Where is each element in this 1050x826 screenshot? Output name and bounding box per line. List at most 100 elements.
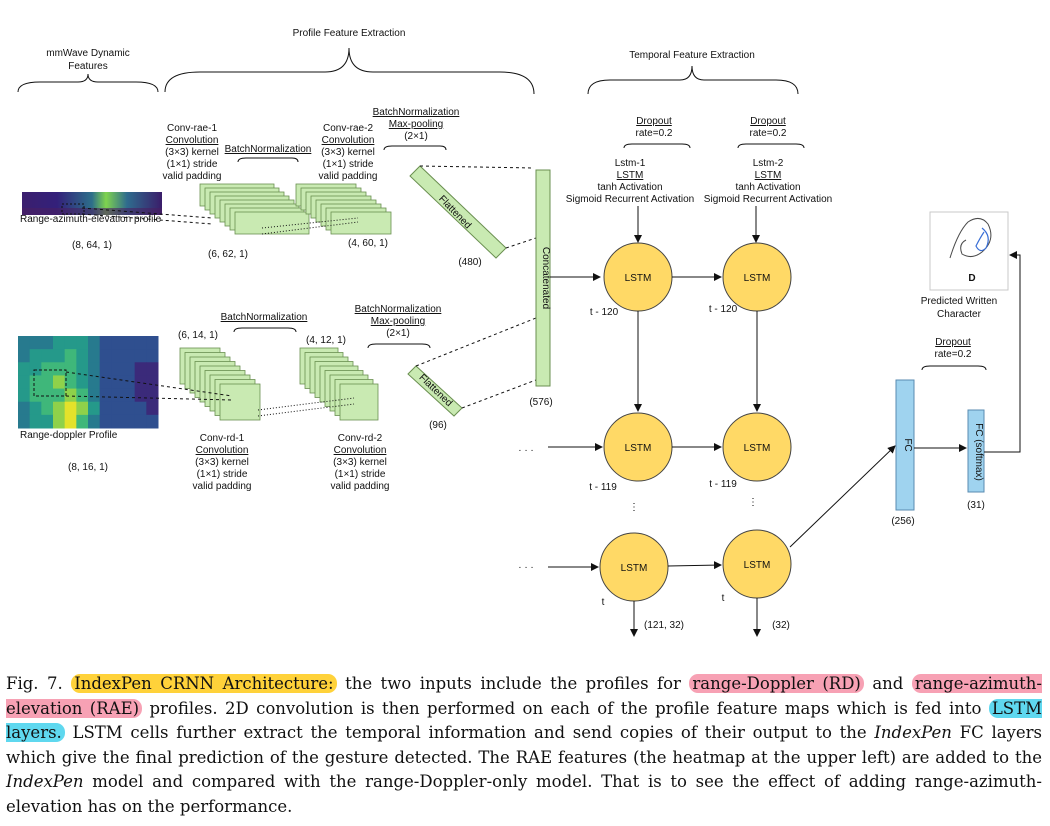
rd-conv2-block: Conv-rd-2 Convolution (3×3) kernel (1×1)… xyxy=(331,433,390,492)
rd-heatmap-cell xyxy=(111,388,124,403)
rae-conv1-padding: valid padding xyxy=(163,171,222,182)
rae-branch: Range-azimuth-elevation profile (8, 64, … xyxy=(20,107,537,268)
rd-heatmap-cell xyxy=(111,336,124,350)
rd-flattened-layer: Flattened xyxy=(407,365,463,417)
rae-conv1-kernel: (3×3) kernel xyxy=(165,147,219,158)
rae-pool-bn: BatchNormalization xyxy=(373,107,460,118)
rd-heatmap-cell xyxy=(134,375,147,390)
rd-branch: Range-doppler Profile (8, 16, 1) BatchNo… xyxy=(18,304,537,492)
rd-heatmap-cell xyxy=(29,362,42,376)
mmwave-brace xyxy=(17,73,159,93)
rd-heatmap-cell xyxy=(76,336,89,350)
time-label-t120-a: t - 120 xyxy=(590,307,619,318)
rd-profile-label: Range-doppler Profile xyxy=(20,430,118,441)
rd-heatmap-cell xyxy=(64,375,77,390)
rae-conv1-stride: (1×1) stride xyxy=(167,159,218,170)
rd-heatmap-cell xyxy=(64,401,77,416)
temporal-section-title: Temporal Feature Extraction xyxy=(629,50,755,61)
handwritten-d-stroke xyxy=(949,218,992,259)
rd-flattened-label: Flattened xyxy=(417,372,455,409)
rae-pool-brace xyxy=(383,145,447,151)
lstm2-dropout: Dropout xyxy=(750,116,786,127)
rd-heatmap-cell xyxy=(123,349,136,363)
rd-heatmap-cell xyxy=(29,414,42,429)
rd-heatmap-cell xyxy=(18,375,31,390)
rd-heatmap-cell xyxy=(41,388,54,403)
rae-conv2-map-8 xyxy=(330,211,392,235)
rd-heatmap-cell xyxy=(64,349,77,363)
rd-heatmap-cell xyxy=(76,414,89,429)
lstm1-annotation: Dropout rate=0.2 Lstm-1 LSTM tanh Activa… xyxy=(566,116,694,205)
rd-heatmap-cell xyxy=(111,414,124,429)
rd-heatmap xyxy=(18,336,159,429)
predicted-character-box xyxy=(929,211,1009,291)
rae-out2-shape: (4, 60, 1) xyxy=(348,238,388,249)
rd-out2-shape: (4, 12, 1) xyxy=(306,335,346,346)
rae-bn1-brace xyxy=(237,157,299,163)
rd-heatmap-cell xyxy=(41,414,54,429)
rd-heatmap-cell xyxy=(146,362,159,376)
rae-pool-maxpool: Max-pooling xyxy=(389,119,443,130)
rd-heatmap-cell xyxy=(18,401,31,416)
rd-conv1-kernel: (3×3) kernel xyxy=(195,457,249,468)
rae-profile-label: Range-azimuth-elevation profile xyxy=(20,214,162,225)
profile-section: Profile Feature Extraction xyxy=(164,28,535,95)
rae-conv2-type: Convolution xyxy=(322,135,375,146)
rd-bn1-brace xyxy=(233,327,297,333)
fc-softmax-shape: (31) xyxy=(967,500,985,511)
ellipsis-row3: · · · xyxy=(518,562,534,573)
rd-heatmap-cell xyxy=(18,362,31,376)
caption-text-1: the two inputs include the profiles for xyxy=(336,674,690,693)
rd-heatmap-cell xyxy=(146,414,159,429)
rd-heatmap-cell xyxy=(123,414,136,429)
rd-heatmap-cell xyxy=(53,336,66,350)
rd-heatmap-cell xyxy=(41,375,54,390)
rd-heatmap-cell xyxy=(134,336,147,350)
fc-label: FC xyxy=(902,438,913,451)
rd-conv2-type: Convolution xyxy=(334,445,387,456)
rae-flat-shape: (480) xyxy=(458,257,481,268)
rd-heatmap-cell xyxy=(99,336,112,350)
fc-dropout: Dropout rate=0.2 xyxy=(921,337,987,371)
rd-heatmap-cell xyxy=(18,388,31,403)
rd-heatmap-cell xyxy=(29,349,42,363)
rd-heatmap-cell xyxy=(64,414,77,429)
profile-section-title: Profile Feature Extraction xyxy=(293,28,406,39)
lstm2-recurrent: Sigmoid Recurrent Activation xyxy=(704,194,832,205)
rd-heatmap-cell xyxy=(88,414,101,429)
output-shape-last: (32) xyxy=(772,620,790,631)
rd-heatmap-cell xyxy=(134,401,147,416)
rd-heatmap-cell xyxy=(76,388,89,403)
rd-heatmap-cell xyxy=(29,336,42,350)
ellipsis-row2: · · · xyxy=(518,445,534,456)
rd-heatmap-cell xyxy=(88,349,101,363)
caption-highlight-title: IndexPen CRNN Architecture: xyxy=(71,674,337,693)
fc-dropout-rate: rate=0.2 xyxy=(935,349,972,360)
rae-conv2-block: Conv-rae-2 Convolution (3×3) kernel (1×1… xyxy=(319,123,378,182)
rd-heatmap-cell xyxy=(111,362,124,376)
rd-heatmap-cell xyxy=(146,401,159,416)
temporal-section: Temporal Feature Extraction xyxy=(587,50,799,95)
rd-heatmap-cell xyxy=(111,401,124,416)
lstm-cell-2-2 xyxy=(722,412,792,482)
caption-highlight-rd: range-Doppler (RD) xyxy=(689,674,864,693)
caption-text-6: model and compared with the range-Dopple… xyxy=(6,772,1042,816)
temporal-brace xyxy=(587,65,799,95)
rae-profile-shape: (8, 64, 1) xyxy=(72,240,112,251)
lstm1-recurrent: Sigmoid Recurrent Activation xyxy=(566,194,694,205)
rd-heatmap-cell xyxy=(123,388,136,403)
rd-heatmap-cell xyxy=(111,375,124,390)
rae-pool-block: BatchNormalization Max-pooling (2×1) xyxy=(373,107,460,151)
lstm2-dropout-rate: rate=0.2 xyxy=(750,128,787,139)
rae-conv2-padding: valid padding xyxy=(319,171,378,182)
rd-heatmap-cell xyxy=(53,401,66,416)
mmwave-section: mmWave Dynamic Features xyxy=(17,48,159,93)
time-label-t119-a: t - 119 xyxy=(589,482,617,493)
rd-conv1-type: Convolution xyxy=(196,445,249,456)
lstm-cell-2-2-label: LSTM xyxy=(744,443,771,454)
rd-heatmap-cell xyxy=(134,414,147,429)
rd-heatmap-cell xyxy=(29,388,42,403)
rd-heatmap-cell xyxy=(146,375,159,390)
rd-pool-bn: BatchNormalization xyxy=(355,304,442,315)
rd-kernel-box xyxy=(33,369,67,397)
